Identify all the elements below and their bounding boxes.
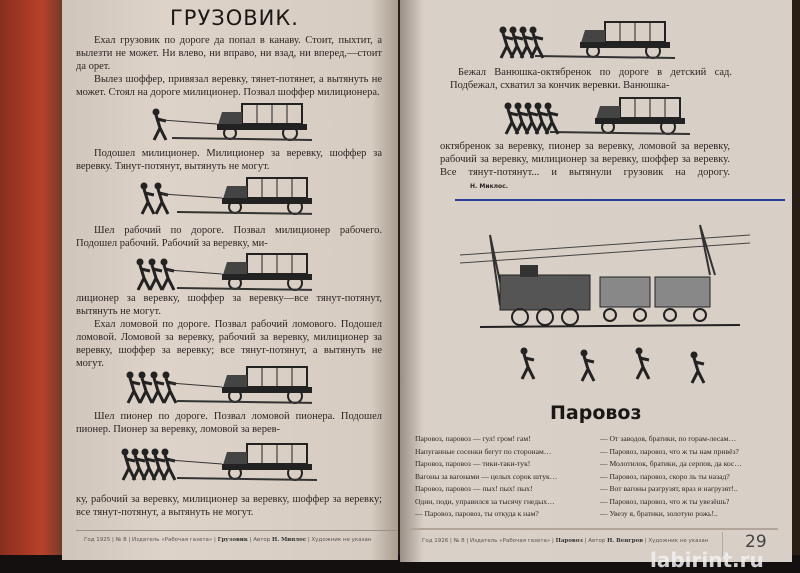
paragraph: Подошел милиционер. Милиционер за веревк… [76,148,382,172]
footer-author: Н. Миплос [272,537,307,543]
poem-line: — Паровоз, паровоз, что ж ты нам привёз? [600,446,739,456]
paragraph: ку, рабочий за веревку, милиционер за ве… [76,494,382,518]
footer-artist: Художник не указан [311,537,372,543]
truck-illustration [125,366,312,405]
footer-issue: № 8 [453,538,465,544]
story-title: ГРУЗОВИК. [170,6,299,30]
poem-column-left: Паровоз, паровоз — гул! гром! гам! Напуг… [415,433,557,521]
truck-illustration [139,177,312,216]
poem-line: Паровоз, паровоз — пых! пых! пых! [415,484,533,493]
footer-artist: Художник не указан [648,538,709,544]
footer-issue: № 8 [115,537,127,543]
poem-title: Паровоз [550,402,642,424]
page-footer: Год 1926 | № 8 | Издатель «Рабочая газет… [422,538,709,544]
paragraph: Вылез шоффер, привязал веревку, тянет-по… [76,74,382,98]
footer-author: Н. Венгров [607,538,644,544]
poem-line: — Молотилок, братики, да серпов, да кос… [600,459,742,468]
poem-line: Один, поди, управился за тысячу гнедых… [415,496,555,506]
poem-line: — От заводов, братики, по горам-лесам… [600,434,737,443]
watermark: labirint.ru [650,548,764,572]
paragraph: октябренок за веревку, пионер за веревку… [440,141,730,178]
truck-illustration [498,21,675,60]
poem-line: Напуганные сосенки бегут по сторонам… [415,446,552,456]
truck-illustration [503,97,690,136]
poem-line: Паровоз, паровоз — гул! гром! гам! [415,434,531,443]
poem-line: — Паровоз, паровоз, что ж ты увезёшь? [600,496,730,506]
poem-column-right: — От заводов, братики, по горам-лесам… —… [600,433,742,521]
book-cover-edge [0,0,70,573]
poem-line: — Паровоз, паровоз, ты откуда к нам? [415,509,539,518]
paragraph: Шел рабочий по дороге. Позвал милиционер… [76,225,382,249]
poem-line: — Увезу я, братики, золотую рожь!.. [600,509,718,518]
truck-illustration [120,443,317,482]
poem-line: — Паровоз, паровоз, скоро ль ты назад? [600,471,730,481]
poem-line: Паровоз, паровоз — тики-таки-тук! [415,459,531,468]
footer-work: Грузовик [217,537,248,543]
page-number-divider [722,532,723,558]
footer-year: Год 1926 [422,538,449,544]
paragraph-with-signature: октябренок за веревку, пионер за веревку… [440,140,730,193]
right-page: Бежал Ванюшка-октябренок по дороге в дет… [400,0,792,562]
truck-illustration [151,103,312,142]
paragraph: Ехал ломовой по дороге. Позвал рабочий л… [76,319,382,369]
section-divider [455,199,785,201]
footer-author-label: Автор [253,537,271,543]
poem-line: Вагоны за вагонами — целых сорок штук… [415,471,558,481]
footer-work: Паровоз [555,538,583,544]
train-illustration [460,224,751,385]
footer-divider [408,528,778,530]
paragraph: лиционер за веревку, шоффер за веревку—в… [76,293,382,317]
footer-publisher: Издатель «Рабочая газета» [469,538,551,544]
paragraph: Шел пионер по дороге. Позвал ломовой пио… [76,411,382,435]
footer-year: Год 1925 [84,537,111,543]
truck-illustration [135,253,312,292]
paragraph: Бежал Ванюшка-октябренок по дороге в дет… [450,67,732,91]
paragraph: Ехал грузовик по дороге да попал в канав… [76,35,382,72]
poem-line: — Вот вагоны разгрузят, враз и нагрузят!… [600,484,738,493]
signature: Н. Миклос. [470,183,508,190]
footer-divider [76,530,398,531]
left-page: ГРУЗОВИК. Ехал грузовик по дороге да поп… [62,0,398,560]
page-number: 29 [745,532,767,552]
footer-publisher: Издатель «Рабочая газета» [131,537,213,543]
page-footer: Год 1925 | № 8 | Издатель «Рабочая газет… [84,537,372,543]
footer-author-label: Автор [588,538,606,544]
